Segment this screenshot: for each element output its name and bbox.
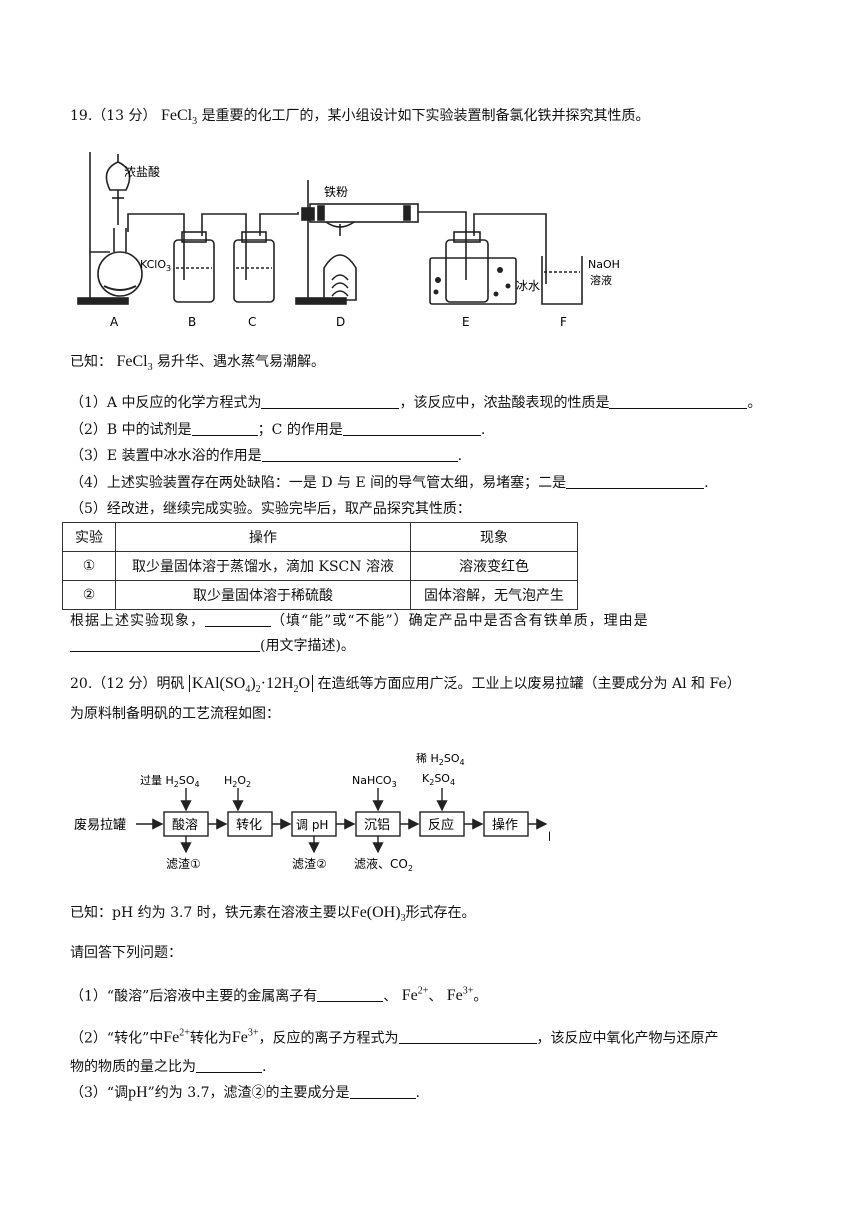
answer-blank-1-1[interactable] — [261, 394, 400, 409]
answer-blank-5-1[interactable] — [205, 612, 271, 627]
output-filtrate-co2: 滤液、CO2 — [354, 856, 413, 873]
table-header: 现象 — [410, 522, 578, 552]
table-cell: 固体溶解，无气泡产生 — [410, 580, 578, 610]
flow-step-acid: 酸溶 — [172, 818, 198, 833]
label-solution: 溶液 — [590, 273, 612, 287]
feoh3-formula: Fe(OH)3 — [350, 904, 406, 925]
fe2-ion: Fe2+ — [401, 986, 429, 1005]
input-acid: 过量 H2SO4 — [140, 774, 200, 789]
q20-header-2: 为原料制备明矾的工艺流程如图： — [70, 706, 280, 722]
experiment-table: 实验 操作 现象 ① 取少量固体溶于蒸馏水，滴加 KSCN 溶液 溶液变红色 ②… — [62, 522, 578, 610]
answer-blank-20-4[interactable] — [349, 1084, 416, 1099]
answer-blank-20-2[interactable] — [398, 1029, 537, 1045]
q19-number: 19.（13 分） — [70, 108, 157, 124]
fe3-ion: Fe3+ — [231, 1028, 259, 1047]
table-cell: ① — [62, 551, 116, 581]
table-cell: ② — [62, 580, 116, 610]
station-d: D — [336, 315, 345, 329]
table-header-row: 实验 操作 现象 — [62, 522, 578, 552]
table-cell: 取少量固体溶于稀硫酸 — [115, 580, 411, 610]
station-e: E — [462, 315, 470, 329]
apparatus-diagram: 浓盐酸 KClO3 铁粉 冰水 NaOH 溶液 A B C D E F — [77, 152, 620, 329]
process-flowchart: 废易拉罐 酸溶 转化 调 pH 沉铝 反应 操作 明矾 过量 H2SO4 H2O… — [74, 752, 550, 873]
q19-part4: （4）上述实验装置存在两处缺陷：一是 D 与 E 间的导气管太细，易堵塞；二是. — [70, 474, 709, 491]
flow-step-convert: 转化 — [236, 818, 262, 833]
q19-header: 19.（13 分） FeCl3 是重要的化工厂的，某小组设计如下实验装置制备氯化… — [70, 107, 650, 128]
answer-blank-4[interactable] — [566, 474, 705, 489]
flow-end: 明矾 — [548, 831, 550, 846]
answer-blank-20-3[interactable] — [196, 1058, 262, 1073]
q19-conclusion: 根据上述实验现象，（填“能”或“不能”）确定产品中是否含有铁单质，理由是 — [70, 612, 649, 629]
q20-part2: （2）“转化”中Fe2+转化为Fe3+，反应的离子方程式为，该反应中氧化产物与还… — [70, 1028, 719, 1047]
label-ice-water: 冰水 — [516, 279, 540, 293]
fe3-ion: Fe3+ — [446, 986, 474, 1005]
station-b: B — [188, 315, 196, 329]
answer-blank-2-1[interactable] — [191, 421, 258, 436]
input-dilute-h2so4: 稀 H2SO4 — [416, 752, 465, 767]
table-header: 实验 — [62, 522, 116, 552]
label-kclo3: KClO3 — [140, 258, 171, 273]
q20-header: 20.（12 分）明矾 KAl(SO4)2·12H2O 在造纸等方面应用广泛。工… — [70, 675, 741, 696]
table-cell: 溶液变红色 — [410, 551, 578, 581]
label-iron-powder: 铁粉 — [324, 185, 348, 199]
q19-part2: （2）B 中的试剂是；C 的作用是. — [70, 421, 486, 438]
q19-known-formula: FeCl3 — [116, 353, 153, 374]
flow-step-precip: 沉铝 — [364, 818, 390, 833]
q20-please: 请回答下列问题： — [70, 945, 182, 961]
table-header: 操作 — [115, 522, 411, 552]
q20-part3: （3）“调pH”约为 3.7，滤渣②的主要成分是. — [70, 1084, 420, 1101]
answer-blank-20-1[interactable] — [317, 987, 384, 1003]
table-row: ① 取少量固体溶于蒸馏水，滴加 KSCN 溶液 溶液变红色 — [62, 551, 578, 581]
table-row: ② 取少量固体溶于稀硫酸 固体溶解，无气泡产生 — [62, 580, 578, 610]
q20-known: 已知：pH 约为 3.7 时，铁元素在溶液主要以Fe(OH)3形式存在。 — [70, 904, 476, 925]
q19-formula: FeCl3 — [160, 107, 198, 128]
flow-start: 废易拉罐 — [74, 817, 126, 833]
alum-formula: KAl(SO4)2·12H2O — [188, 675, 314, 695]
answer-blank-1-2[interactable] — [609, 394, 748, 409]
q20-part2-line2: 物的物质的量之比为. — [70, 1058, 267, 1075]
output-residue-2: 滤渣② — [292, 857, 327, 871]
q19-conclusion-2: (用文字描述)。 — [70, 636, 355, 656]
flow-step-operate: 操作 — [492, 817, 518, 833]
station-c: C — [248, 315, 256, 329]
q19-part5: （5）经改进，继续完成实验。实验完毕后，取产品探究其性质： — [70, 501, 471, 517]
label-conc-hcl: 浓盐酸 — [124, 164, 160, 179]
answer-blank-3[interactable] — [261, 447, 458, 462]
input-nahco3: NaHCO3 — [352, 774, 397, 789]
input-k2so4: K2SO4 — [422, 772, 455, 787]
flow-step-ph: 调 pH — [296, 818, 328, 832]
station-f: F — [560, 315, 567, 329]
q20-part1: （1）“酸溶”后溶液中主要的金属离子有、 Fe2+、 Fe3+。 — [70, 986, 488, 1005]
flow-step-react: 反应 — [428, 817, 454, 833]
label-naoh: NaOH — [588, 258, 620, 271]
station-a: A — [110, 315, 119, 329]
answer-blank-2-2[interactable] — [342, 421, 481, 436]
fe2-ion: Fe2+ — [163, 1028, 190, 1047]
ph-label: pH — [128, 1084, 148, 1101]
q19-part3: （3）E 装置中冰水浴的作用是. — [70, 447, 463, 464]
answer-blank-5-2[interactable] — [70, 637, 260, 652]
table-cell: 取少量固体溶于蒸馏水，滴加 KSCN 溶液 — [115, 551, 411, 581]
q19-known: 已知： FeCl3 易升华、遇水蒸气易潮解。 — [70, 353, 326, 374]
q19-part1: （1）A 中反应的化学方程式为，该反应中，浓盐酸表现的性质是。 — [70, 394, 762, 411]
output-residue-1: 滤渣① — [166, 857, 201, 871]
input-h2o2: H2O2 — [224, 774, 251, 789]
